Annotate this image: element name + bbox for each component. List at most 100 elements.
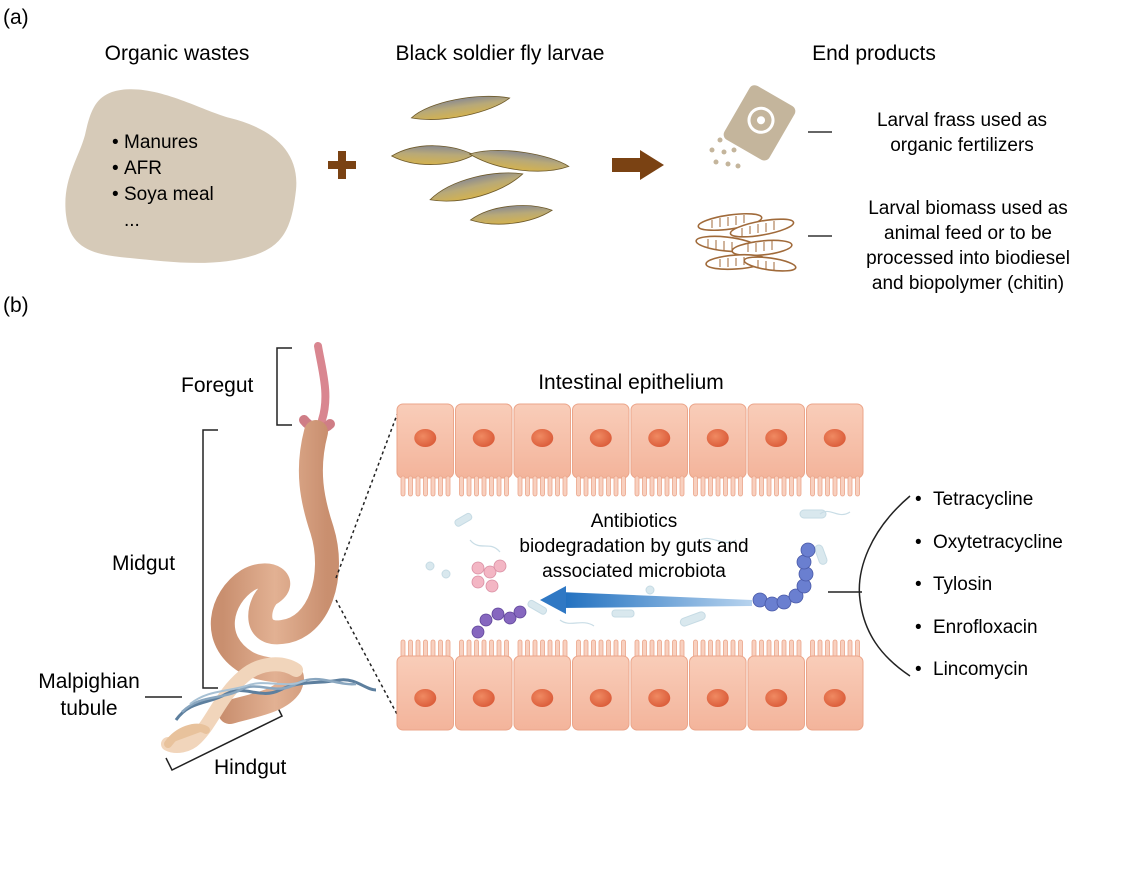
waste-ellipsis: ... — [124, 210, 140, 231]
epithelial-cell — [806, 403, 864, 497]
biomass-caption: Larval biomass used as animal feed or to… — [866, 198, 1070, 294]
cell-nucleus — [414, 429, 437, 447]
organic-waste-blob — [65, 89, 297, 263]
microvillus — [496, 475, 502, 497]
cell-nucleus — [706, 429, 729, 447]
larva-5 — [469, 205, 553, 225]
waste-item-manures: Manures — [124, 132, 198, 153]
end-products-title: End products — [812, 42, 936, 65]
epithelial-cell — [806, 639, 864, 731]
antibiotic-tetracycline: Tetracycline — [933, 489, 1033, 510]
microvillus — [789, 475, 794, 497]
epithelial-cell — [572, 639, 630, 731]
microvillus — [583, 475, 589, 497]
biomass-caption-line: processed into biodiesel — [866, 248, 1070, 269]
microvillus — [847, 475, 853, 497]
epithelial-cell — [747, 639, 805, 731]
plus-icon — [328, 151, 356, 179]
antibiotic-tylosin: Tylosin — [933, 574, 992, 595]
antibiotic-oxytetracycline: Oxytetracycline — [933, 532, 1063, 553]
antibiotic-chain-icon — [752, 542, 816, 612]
microvillus — [796, 475, 802, 497]
microvillus — [810, 475, 815, 497]
fertilizer-bag-icon — [723, 85, 796, 161]
epithelial-cell — [689, 639, 747, 731]
larvae-title: Black soldier fly larvae — [396, 42, 605, 65]
antibiotic-list: • Tetracycline • Oxytetracycline • Tylos… — [915, 489, 1063, 680]
larva-2 — [390, 145, 475, 165]
foregut-label: Foregut — [181, 374, 254, 397]
microvillus — [855, 475, 860, 497]
zoom-line-top — [335, 411, 399, 579]
epithelium-title: Intestinal epithelium — [538, 371, 724, 394]
epithelial-cell — [630, 403, 688, 497]
microvillus — [642, 475, 647, 497]
degradation-caption-line: Antibiotics — [591, 511, 678, 532]
epithelial-cell — [747, 403, 805, 497]
waste-bullet: • — [112, 158, 119, 179]
microvillus — [474, 475, 479, 497]
degradation-arrow-icon — [540, 586, 752, 614]
microvillus — [547, 475, 553, 497]
epithelial-cell — [630, 639, 688, 731]
cell-nucleus — [589, 689, 612, 707]
microvillus — [738, 475, 743, 497]
microvillus — [555, 475, 560, 497]
panel-a-label: (a) — [3, 6, 29, 29]
microvillus — [598, 475, 604, 497]
faint-microbes — [425, 509, 828, 627]
larva-3 — [468, 150, 570, 172]
microvillus — [430, 475, 436, 497]
cell-nucleus — [414, 689, 437, 707]
epithelial-cell — [689, 403, 747, 497]
microvillus — [606, 475, 611, 497]
malpighian-label-line: Malpighian — [38, 670, 140, 693]
cell-nucleus — [531, 429, 554, 447]
hindgut-label: Hindgut — [214, 756, 287, 779]
antibiotic-bullet: • — [915, 574, 922, 595]
microvillus — [672, 475, 677, 497]
microvillus — [415, 475, 421, 497]
microvillus — [532, 475, 538, 497]
microvillus — [840, 475, 845, 497]
microvillus — [679, 475, 685, 497]
cell-nucleus — [706, 689, 729, 707]
microvillus — [445, 475, 451, 497]
microvillus — [504, 475, 509, 497]
microvillus — [708, 475, 713, 497]
degraded-fragment-pink — [471, 559, 507, 593]
arrow-right-icon — [612, 150, 664, 180]
microvillus — [723, 475, 728, 497]
cell-nucleus — [589, 429, 612, 447]
microvillus — [621, 475, 626, 497]
microvillus — [591, 475, 596, 497]
frass-caption: Larval frass used as organic fertilizers — [877, 110, 1047, 156]
microvillus — [649, 475, 655, 497]
cell-nucleus — [823, 689, 846, 707]
microvillus — [817, 475, 823, 497]
cell-nucleus — [823, 429, 846, 447]
microvillus — [664, 475, 670, 497]
microvillus — [730, 475, 736, 497]
microvillus — [438, 475, 443, 497]
epithelial-cell — [513, 639, 571, 731]
larval-biomass-icon — [695, 212, 797, 272]
zoom-line-bottom — [335, 599, 399, 717]
waste-items-list: • Manures • AFR • Soya meal ... — [112, 132, 214, 231]
frass-caption-line: organic fertilizers — [890, 135, 1034, 156]
microvillus — [715, 475, 721, 497]
degraded-fragment-purple — [471, 605, 527, 639]
frass-granules — [709, 137, 741, 169]
cell-nucleus — [765, 689, 788, 707]
waste-item-afr: AFR — [124, 158, 162, 179]
malpighian-label-line: tubule — [60, 697, 117, 720]
faint-flagella — [469, 510, 851, 627]
microvillus — [613, 475, 619, 497]
midgut-bracket — [202, 429, 218, 689]
cell-nucleus — [765, 429, 788, 447]
microvillus — [408, 475, 413, 497]
microvillus — [481, 475, 487, 497]
epithelial-cell — [455, 639, 513, 731]
frass-caption-line: Larval frass used as — [877, 110, 1047, 131]
